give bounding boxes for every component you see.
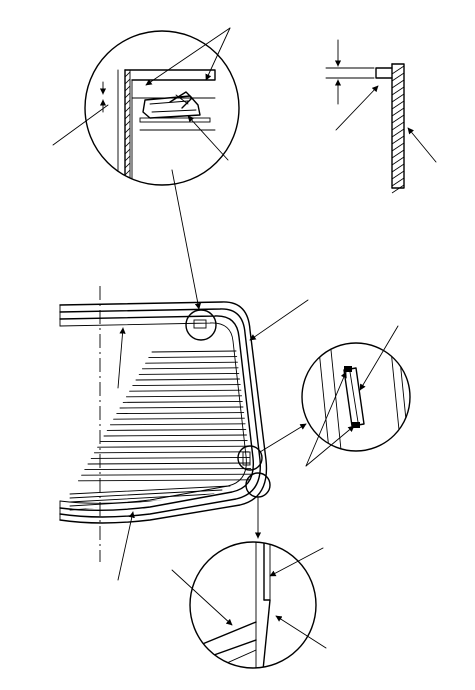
hatch-line [124, 169, 131, 176]
leader-a-clip-top [145, 27, 231, 86]
shading-line [148, 356, 238, 359]
hatch-line [124, 120, 131, 127]
shading-line [77, 479, 253, 482]
leader-d-glass [171, 569, 233, 626]
shading-line [145, 361, 238, 364]
shading-line [138, 372, 240, 375]
shading-line [69, 489, 223, 499]
hatch-line [124, 134, 131, 141]
shading-line [84, 468, 252, 471]
hatch-line [391, 79, 405, 89]
hatch-line [391, 72, 405, 82]
hatch-line [391, 163, 405, 173]
hatch-line [124, 141, 131, 148]
detail-d-marker [245, 472, 271, 498]
windshield-glass-edge [59, 322, 247, 504]
hatch-line [124, 78, 131, 85]
leader-d-seal [275, 615, 327, 649]
glass-shading-lines [69, 350, 253, 512]
shading-line [97, 445, 249, 448]
shading-line [116, 412, 245, 415]
arrow-to-detail-a [171, 169, 202, 310]
leader-top-molding [117, 327, 126, 389]
windshield-molding-line-1 [59, 308, 261, 518]
shading-line [103, 434, 247, 437]
windshield-outer-edge [59, 301, 268, 524]
leader-b-flange [335, 85, 379, 131]
hatch-line [124, 155, 131, 162]
hatch-line [391, 65, 405, 75]
hatch-line [391, 135, 405, 145]
leader-a-glass [52, 104, 109, 146]
shading-line [129, 389, 242, 392]
hatch-line [124, 127, 131, 134]
hatch-line [391, 156, 405, 166]
shading-line [90, 456, 250, 459]
hatch-line [124, 99, 131, 106]
hatch-line [391, 149, 405, 159]
shading-line [125, 395, 243, 398]
hatch-line [124, 71, 131, 78]
leader-a-clip [187, 115, 229, 161]
hatch-line [391, 128, 405, 138]
hatch-line [391, 100, 405, 110]
clip-c-symbol [242, 451, 251, 466]
leader-a-clip-top-2 [205, 27, 231, 81]
shading-line [69, 497, 207, 507]
section-b-view [325, 39, 437, 194]
hatch-line [391, 107, 405, 117]
hatch-line [124, 106, 131, 113]
hatch-line [124, 162, 131, 169]
leader-c-tab-2 [305, 425, 355, 467]
hatch-line [391, 93, 405, 103]
leader-side-molding [249, 299, 309, 341]
shading-line [69, 485, 231, 495]
shading-line [141, 367, 239, 370]
hatch-line [124, 148, 131, 155]
leader-c-tab-1 [305, 371, 347, 467]
detail-c-marker [237, 445, 263, 471]
hatch-line [391, 86, 405, 96]
detail-a-circle [52, 27, 240, 186]
hatch-line [124, 85, 131, 92]
shading-line [119, 406, 244, 409]
shading-line [100, 440, 248, 443]
hatch-line [391, 121, 405, 131]
shading-line [135, 378, 240, 381]
shading-line [87, 462, 251, 465]
windshield-main-view [59, 169, 309, 581]
shading-line [93, 451, 250, 454]
leader-bottom-molding [117, 511, 135, 581]
shading-line [69, 493, 215, 503]
hatch-line [391, 114, 405, 124]
leader-c-clip [359, 325, 399, 391]
detail-c-circle [301, 325, 411, 467]
hatch-line [391, 184, 405, 194]
arrow-to-detail-c [259, 423, 307, 453]
hatch-line [391, 177, 405, 187]
shading-line [132, 384, 241, 387]
hatch-line [124, 92, 131, 99]
shading-line [122, 400, 243, 403]
hatch-line [124, 183, 131, 185]
shading-line [109, 423, 246, 426]
leader-b-panel [407, 127, 437, 163]
hatch-line [124, 113, 131, 120]
shading-line [81, 473, 252, 476]
hatch-line [391, 142, 405, 152]
detail-a-marker [185, 309, 217, 341]
clip-a-symbol [193, 319, 207, 329]
shading-line [151, 350, 237, 353]
detail-d-circle [171, 541, 327, 669]
shading-line [113, 417, 245, 420]
shading-line [106, 428, 247, 431]
leader-d-molding [269, 547, 324, 577]
hatch-line [391, 170, 405, 180]
windshield-molding-line-2 [59, 315, 255, 511]
